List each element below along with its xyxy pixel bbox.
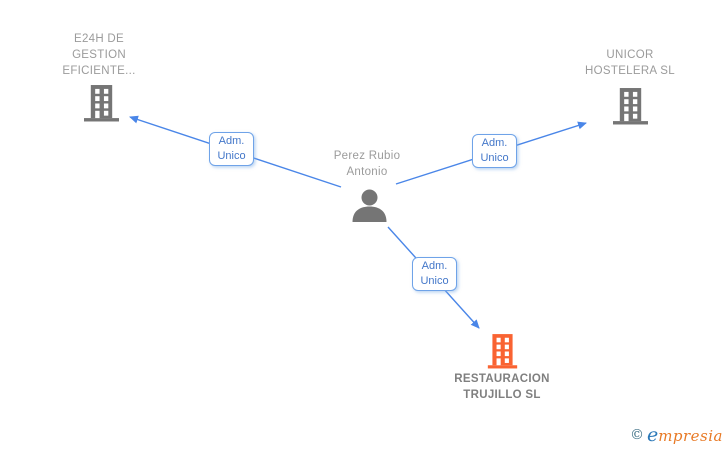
company-name-line: EFICIENTE... (62, 65, 136, 77)
brand-logo-text: mpresia (658, 427, 723, 445)
person-name-line: Antonio (346, 166, 388, 178)
relationship-label-line: Unico (480, 152, 509, 164)
company-name-line: TRUJILLO SL (463, 389, 541, 401)
empresia-watermark: ©empresia (630, 424, 723, 446)
relationship-label-line: Unico (420, 275, 449, 287)
company-name-line: GESTION (72, 49, 126, 61)
building-icon[interactable] (613, 88, 648, 130)
person-node-label[interactable]: Perez Rubio Antonio (307, 148, 427, 180)
relationship-label-line: Adm. (218, 135, 245, 147)
relationship-label-box: Adm. Unico (472, 134, 517, 168)
building-icon-highlighted[interactable] (486, 333, 519, 375)
company-name-line: HOSTELERA SL (585, 65, 675, 77)
building-icon[interactable] (84, 85, 119, 127)
relationship-label-line: Adm. (481, 137, 508, 149)
person-icon[interactable] (351, 189, 388, 227)
relationship-label-line: Adm. (421, 260, 448, 272)
company-name-line: E24H DE (73, 33, 125, 45)
brand-logo-text: e (646, 424, 659, 446)
relationship-label-line: Unico (217, 150, 246, 162)
company-name-line: RESTAURACION (454, 373, 550, 385)
company-node-label[interactable]: RESTAURACION TRUJILLO SL (440, 371, 564, 403)
relationship-label-box: Adm. Unico (209, 132, 254, 166)
company-node-label[interactable]: UNICOR HOSTELERA SL (570, 47, 690, 79)
company-name-line: UNICOR (606, 49, 654, 61)
person-name-line: Perez Rubio (333, 150, 401, 162)
copyright-symbol: © (629, 427, 644, 443)
company-node-label[interactable]: E24H DE GESTION EFICIENTE... (39, 31, 159, 79)
relationship-label-box: Adm. Unico (412, 257, 457, 291)
